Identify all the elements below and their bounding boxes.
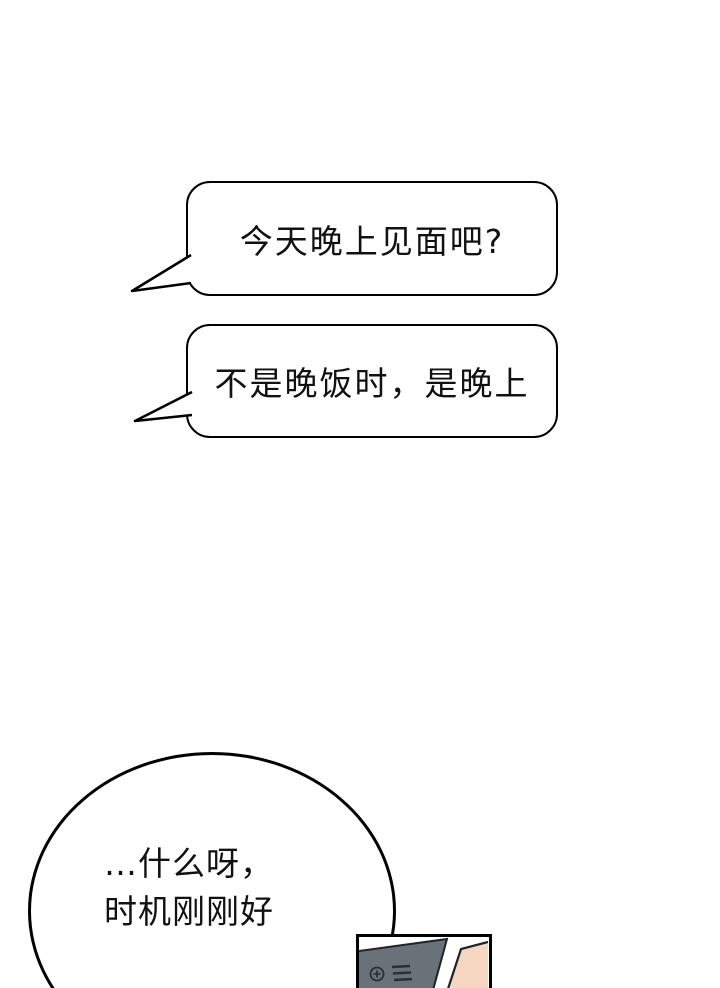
speech-bubble-1-tail — [130, 253, 192, 293]
comic-panel — [356, 934, 492, 988]
phone-shape — [359, 939, 447, 988]
menu-lines-icon — [391, 964, 413, 982]
speech-bubble-1-text: 今天晚上见面吧? — [239, 221, 505, 261]
speech-bubble-2-tail — [133, 390, 193, 423]
phone-outline — [359, 937, 449, 988]
speech-bubble-2: 不是晚饭时，是晚上 — [186, 324, 558, 438]
panel-artwork — [359, 937, 488, 988]
plus-circle-icon-cross — [373, 970, 381, 978]
plus-circle-icon — [369, 966, 385, 982]
thought-bubble-line-1: …什么呀， — [104, 844, 274, 883]
hand-shape — [448, 942, 488, 988]
thought-bubble-line-2: 时机刚刚好 — [104, 892, 274, 931]
speech-bubble-1: 今天晚上见面吧? — [186, 181, 558, 296]
speech-bubble-2-text: 不是晚饭时，是晚上 — [214, 364, 530, 403]
hand-outline — [447, 940, 488, 988]
thought-bubble-text: …什么呀， 时机刚刚好 — [104, 840, 274, 936]
